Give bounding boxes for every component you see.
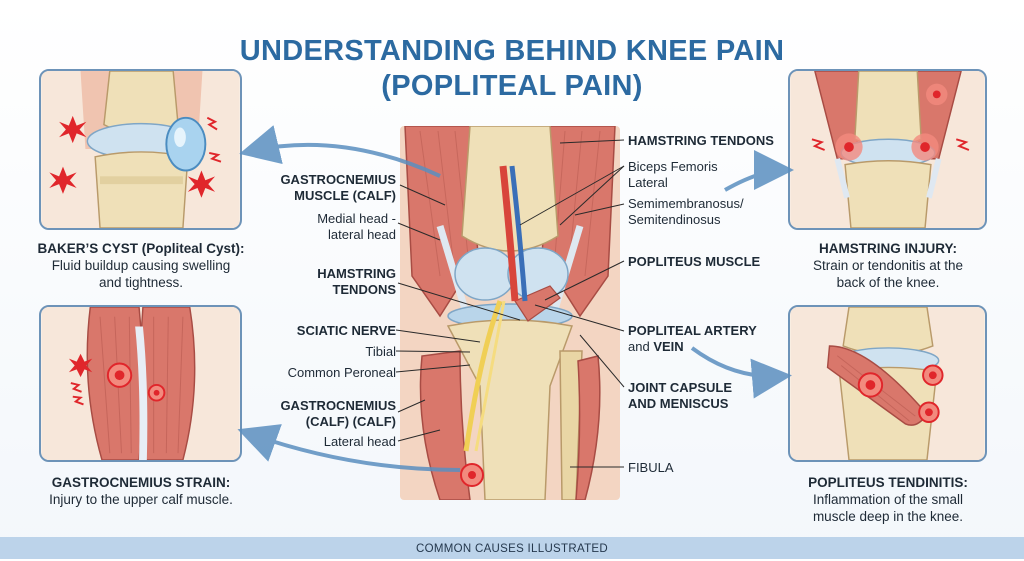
popliteus-tendinitis-illustration xyxy=(790,307,985,460)
bakers-cyst-heading: BAKER’S CYST (Popliteal Cyst): xyxy=(37,241,245,256)
arrow-to-hamstring-injury xyxy=(724,150,794,192)
knee-anatomy-illustration xyxy=(400,126,620,500)
label-capsule-line1: JOINT CAPSULE xyxy=(628,380,733,395)
label-artery-line2: and VEIN xyxy=(628,339,757,355)
gastrocnemius-strain-heading: GASTROCNEMIUS STRAIN: xyxy=(51,475,231,490)
label-semimem-line1: Semimembranosus/ xyxy=(628,196,744,211)
hamstring-injury-illustration xyxy=(790,71,985,228)
label-common-peroneal: Common Peroneal xyxy=(287,365,396,380)
label-biceps-line1: Biceps Femoris xyxy=(628,159,718,174)
label-medial-head-line2: lateral head xyxy=(328,227,396,242)
hamstring-injury-panel xyxy=(788,69,987,230)
hamstring-injury-line1: Strain or tendonitis at the xyxy=(812,258,964,273)
gastrocnemius-strain-caption: GASTROCNEMIUS STRAIN: Injury to the uppe… xyxy=(30,474,252,508)
label-hamstring-left-line1: HAMSTRING xyxy=(317,266,396,281)
label-artery-line1: POPLITEAL ARTERY xyxy=(628,323,757,338)
bakers-cyst-line1: Fluid buildup causing swelling xyxy=(51,258,231,273)
popliteus-tendinitis-line1: Inflammation of the small xyxy=(812,492,964,507)
label-hamstring-tendons-left: HAMSTRING TENDONS xyxy=(317,266,396,298)
page-title: UNDERSTANDING BEHIND KNEE PAIN xyxy=(239,35,785,67)
popliteus-tendinitis-heading: POPLITEUS TENDINITIS: xyxy=(808,475,968,490)
label-gastrocnemius-upper: GASTROCNEMIUS MUSCLE (CALF) xyxy=(280,172,396,204)
label-tibial: Tibial xyxy=(365,344,396,359)
label-hamstring-tendons-right: HAMSTRING TENDONS xyxy=(628,133,774,148)
hamstring-injury-heading: HAMSTRING INJURY: xyxy=(819,241,957,256)
gastrocnemius-strain-line1: Injury to the upper calf muscle. xyxy=(49,492,233,507)
popliteus-tendinitis-caption: POPLITEUS TENDINITIS: Inflammation of th… xyxy=(778,474,998,525)
label-capsule-line2: AND MENISCUS xyxy=(628,396,729,411)
bakers-cyst-illustration xyxy=(41,71,240,228)
label-gastrocnemius-upper-line2: MUSCLE (CALF) xyxy=(294,188,396,203)
gastrocnemius-strain-panel xyxy=(39,305,242,462)
bakers-cyst-caption: BAKER’S CYST (Popliteal Cyst): Fluid bui… xyxy=(30,240,252,291)
label-medial-head: Medial head - lateral head xyxy=(317,211,396,243)
label-biceps-femoris: Biceps Femoris Lateral xyxy=(628,159,718,191)
label-gastrocnemius-lower-line1: GASTROCNEMIUS xyxy=(280,398,396,413)
hamstring-injury-caption: HAMSTRING INJURY: Strain or tendonitis a… xyxy=(778,240,998,291)
page-subtitle: (POPLITEAL PAIN) xyxy=(381,70,643,102)
label-popliteus-muscle: POPLITEUS MUSCLE xyxy=(628,254,761,269)
label-vein: VEIN xyxy=(653,339,684,354)
label-artery-and: and xyxy=(628,339,654,354)
label-gastrocnemius-lower-line2: (CALF) (CALF) xyxy=(305,414,396,429)
label-fibula: FIBULA xyxy=(628,460,674,475)
popliteus-tendinitis-panel xyxy=(788,305,987,462)
label-semimembranosus: Semimembranosus/ Semitendinosus xyxy=(628,196,744,228)
label-sciatic-nerve: SCIATIC NERVE xyxy=(296,323,396,338)
label-hamstring-left-line2: TENDONS xyxy=(332,282,396,297)
label-lateral-head: Lateral head xyxy=(323,434,396,449)
gastrocnemius-strain-illustration xyxy=(41,307,240,460)
bakers-cyst-line2: and tightness. xyxy=(98,275,184,290)
label-gastrocnemius-lower: GASTROCNEMIUS (CALF) (CALF) xyxy=(280,398,396,430)
label-popliteal-artery: POPLITEAL ARTERY and VEIN xyxy=(628,323,757,355)
label-gastrocnemius-upper-line1: GASTROCNEMIUS xyxy=(280,172,396,187)
hamstring-injury-line2: back of the knee. xyxy=(836,275,940,290)
label-biceps-line2: Lateral xyxy=(628,175,668,190)
footer-banner: COMMON CAUSES ILLUSTRATED xyxy=(0,537,1024,559)
label-medial-head-line1: Medial head - xyxy=(317,211,396,226)
label-semimem-line2: Semitendinosus xyxy=(628,212,721,227)
label-joint-capsule: JOINT CAPSULE AND MENISCUS xyxy=(628,380,732,412)
bakers-cyst-panel xyxy=(39,69,242,230)
popliteus-tendinitis-line2: muscle deep in the knee. xyxy=(812,509,964,524)
